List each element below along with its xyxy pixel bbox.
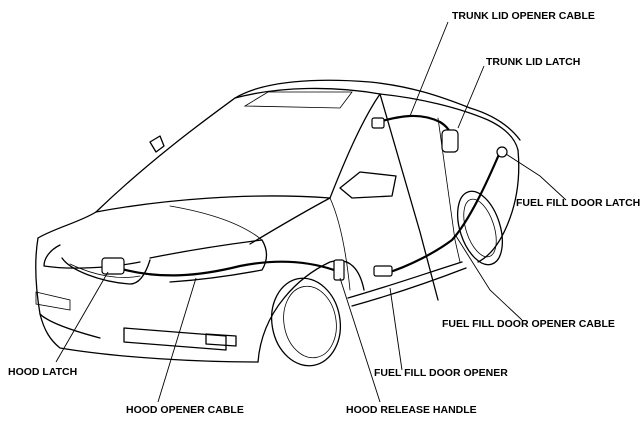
trunk-lid-latch-part	[441, 129, 459, 153]
fuel-fill-door-latch-part	[496, 146, 508, 158]
label-hood-release-handle: HOOD RELEASE HANDLE	[346, 404, 477, 416]
hood-release-handle-part	[333, 259, 345, 281]
label-fuel-fill-door-opener-cable: FUEL FILL DOOR OPENER CABLE	[442, 318, 615, 330]
car-body	[35, 79, 521, 367]
fuel-fill-door-opener-cable-line	[382, 150, 502, 276]
label-trunk-lid-opener-cable: TRUNK LID OPENER CABLE	[452, 10, 595, 22]
trunk-cable-clip-part	[371, 117, 385, 129]
label-hood-latch: HOOD LATCH	[8, 366, 78, 378]
label-trunk-lid-latch: TRUNK LID LATCH	[486, 56, 581, 68]
label-hood-opener-cable: HOOD OPENER CABLE	[126, 404, 244, 416]
parts	[101, 117, 508, 281]
leader-lines	[55, 21, 567, 403]
fuel-fill-door-opener-part	[373, 265, 393, 277]
hood-latch-part	[101, 257, 125, 275]
hood-opener-cable-line	[116, 260, 336, 277]
label-fuel-fill-door-latch: FUEL FILL DOOR LATCH	[516, 197, 641, 209]
label-fuel-fill-door-opener: FUEL FILL DOOR OPENER	[374, 367, 508, 379]
